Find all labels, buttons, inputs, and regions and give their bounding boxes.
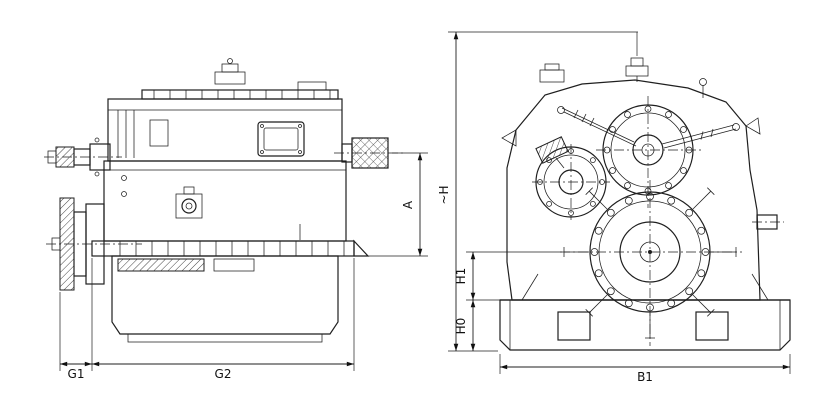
- oil-pump: [175, 193, 203, 219]
- upper-left-flange: [535, 136, 607, 218]
- dim-label-a: A: [401, 200, 415, 209]
- side-view: [44, 58, 404, 343]
- left-lug: [501, 129, 517, 147]
- lever-right: [661, 123, 740, 149]
- dim-label-h: ~H: [437, 185, 451, 204]
- mid-housing: [103, 160, 347, 242]
- input-shaft: [47, 137, 111, 177]
- dim-label-g2: G2: [215, 367, 232, 381]
- foot-bracket: [353, 239, 370, 257]
- end-housing-outline: [506, 79, 761, 301]
- dim-label-b1: B1: [637, 370, 653, 384]
- output-shaft: [341, 137, 389, 169]
- oil-sump: [111, 255, 339, 343]
- dim-label-h1: H1: [454, 268, 468, 285]
- upper-right-flange: [557, 104, 740, 196]
- dimension-h1-h0: H1 H0: [454, 251, 562, 351]
- base-port-left: [557, 311, 591, 341]
- top-cover: [141, 89, 339, 100]
- end-breather: [539, 57, 707, 98]
- dimension-g1-g2: G1 G2: [59, 258, 355, 381]
- side-stub-shaft: [752, 214, 784, 230]
- barring-spokes: [563, 187, 737, 339]
- upper-housing: [107, 98, 343, 162]
- mounting-flange: [91, 239, 370, 257]
- dim-label-g1: G1: [68, 367, 85, 381]
- inspection-cover: [257, 121, 305, 157]
- end-view: [499, 57, 791, 351]
- output-flange-disc: [51, 197, 105, 291]
- dimension-a: A: [356, 152, 428, 257]
- dimension-b1: B1: [499, 354, 791, 384]
- dim-label-h0: H0: [454, 318, 468, 335]
- base-frame: [499, 273, 791, 351]
- base-port-right: [695, 311, 729, 341]
- lever-left: [557, 106, 637, 147]
- right-lug: [745, 117, 761, 135]
- actuator-valve: [535, 136, 569, 164]
- breather-cap: [214, 58, 327, 91]
- dipstick-handle: [699, 78, 707, 86]
